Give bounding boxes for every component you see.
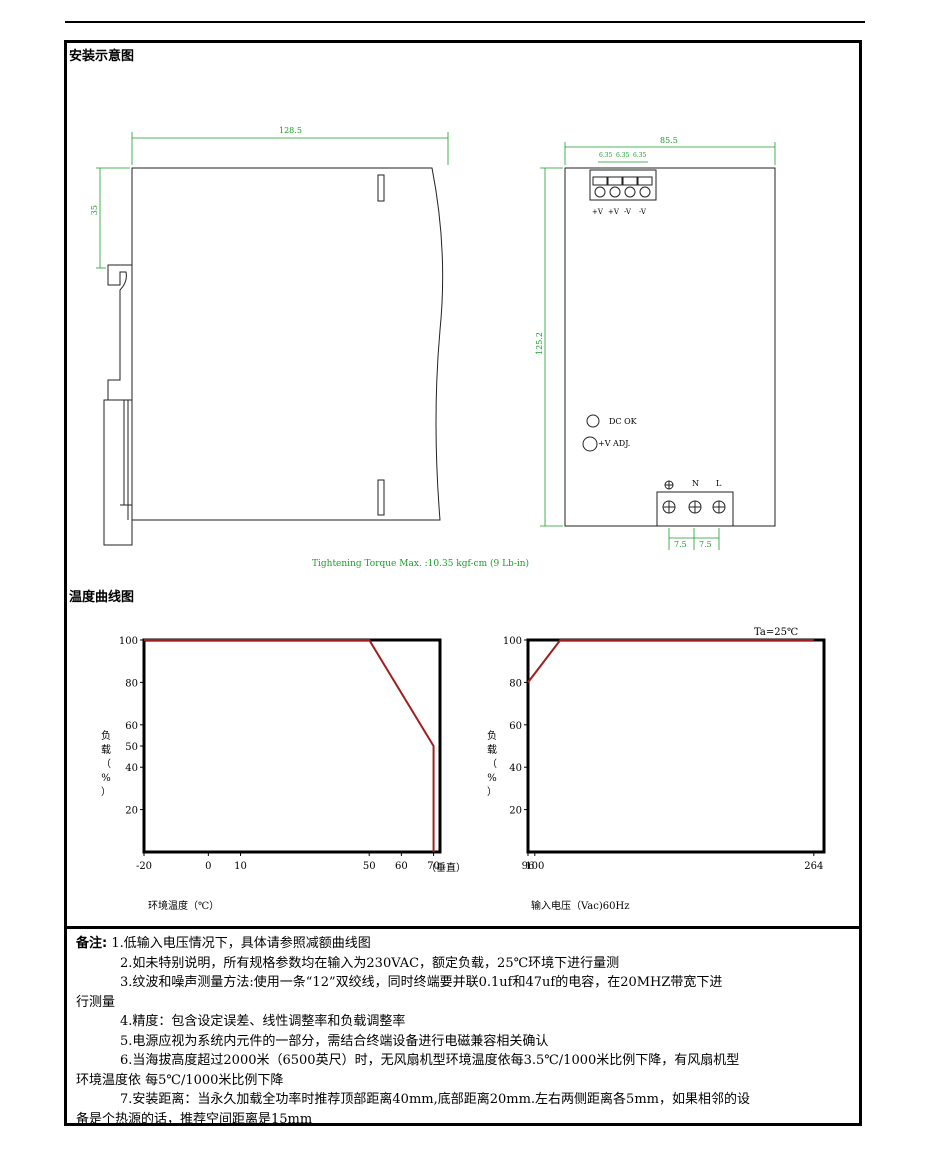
left-xtick-label: 70 (427, 861, 440, 870)
note-item-3: 3.纹波和噪声测量方法:使用一条“12”双绞线，同时终端要并联0.1uf和47u… (120, 975, 723, 990)
torque-note: Tightening Torque Max. :10.35 kgf-cm (9 … (312, 559, 530, 569)
dim-pitch-2: 6.35 (616, 152, 630, 159)
v-adj-label: +V ADJ. (598, 439, 631, 448)
left-xtick-label: -20 (136, 861, 152, 870)
note-item-6: 6.当海拔高度超过2000米（6500英尺）时，无风扇机型环境温度依每3.5℃/… (120, 1053, 740, 1068)
right-plot-frame (526, 638, 826, 854)
left-ytick-label: 50 (125, 742, 138, 753)
right-ylabel-char-4: % (487, 773, 497, 784)
right-series-line (527, 639, 814, 684)
note-item-6-cont: 环境温度依 每5℃/1000米比例下降 (76, 1072, 284, 1088)
note-item-7-cont: 备是个热源的话，推荐空间距离是15mm (76, 1111, 313, 1127)
left-xtick-label: 60 (395, 861, 408, 870)
terminal-l-label: L (716, 479, 722, 488)
dim-pitch-3: 6.35 (633, 152, 647, 159)
left-y-axis-label: 负 载 （ % ） (99, 730, 113, 800)
left-ylabel-char-3: （ (101, 759, 111, 770)
note-item-5: 5.电源应视为系统内元件的一部分，需结合终端设备进行电磁兼容相关确认 (120, 1033, 549, 1049)
notes-divider (64, 926, 862, 929)
left-xtick-label: 0 (205, 861, 211, 870)
notes-block: 备注: 1.低输入电压情况下，具体请参照减额曲线图 2.如未特别说明，所有规格参… (76, 934, 866, 1129)
right-ylabel-char-2: 载 (487, 745, 497, 756)
dc-ok-label: DC OK (609, 417, 637, 426)
terminal-label-1: +V (592, 208, 603, 216)
install-section-title: 安装示意图 (69, 49, 135, 64)
terminal-label-4: -V (639, 208, 646, 216)
left-plot-frame (142, 638, 442, 854)
right-xtick-label: 264 (804, 861, 823, 870)
dim-top-offset: 35 (90, 205, 99, 216)
left-ytick-label: 40 (125, 763, 138, 774)
dim-front-height: 125.2 (535, 332, 544, 355)
left-ylabel-char-4: % (101, 773, 111, 784)
note-item-4: 4.精度：包含设定误差、线性调整率和负载调整率 (120, 1014, 406, 1029)
left-ylabel-char-1: 负 (101, 731, 111, 742)
dim-front-width: 85.5 (660, 136, 678, 145)
right-ytick-label: 60 (509, 721, 522, 732)
right-ytick-label: 40 (509, 763, 522, 774)
terminal-label-3: -V (624, 208, 631, 216)
install-drawing (96, 132, 776, 550)
right-ytick-label: 100 (503, 636, 522, 647)
dim-pitch-1: 6.35 (599, 152, 613, 159)
left-ytick-label: 60 (125, 721, 138, 732)
note-item-3-cont: 行测量 (76, 994, 116, 1010)
left-series-line (144, 639, 435, 852)
dim-side-width: 128.5 (279, 126, 302, 135)
terminal-label-2: +V (608, 208, 619, 216)
terminal-n-label: N (692, 479, 699, 488)
left-x-axis-label: 环境温度（℃） (148, 901, 220, 912)
right-xtick-label: 100 (525, 861, 544, 870)
document-frame (64, 40, 862, 1126)
note-row-1: 备注: 1.低输入电压情况下，具体请参照减额曲线图 (76, 934, 866, 954)
right-ylabel-char-1: 负 (487, 731, 497, 742)
left-xtick-label: 10 (234, 861, 247, 870)
right-ytick-label: 20 (509, 806, 522, 817)
note-item-7: 7.安装距离：当永久加载全功率时推荐顶部距离40mm,底部距离20mm.左右两侧… (120, 1092, 750, 1107)
right-ylabel-char-5: ） (487, 787, 497, 798)
header-rule (65, 21, 865, 23)
note-item-1: 1.低输入电压情况下，具体请参照减额曲线图 (111, 936, 371, 951)
dim-bottom-pitch-1: 7.5 (674, 540, 687, 549)
right-xtick-label: 96 (522, 861, 535, 870)
ta-label: Ta=25℃ (754, 627, 799, 638)
right-ytick-label: 80 (509, 678, 522, 689)
notes-lead: 备注: (76, 936, 108, 951)
left-ytick-label: 20 (125, 806, 138, 817)
note-item-2: 2.如未特别说明，所有规格参数均在输入为230VAC，额定负载，25℃环境下进行… (120, 955, 620, 971)
left-ylabel-char-2: 载 (101, 745, 111, 756)
right-x-axis-label: 输入电压（Vac)60Hz (531, 901, 630, 912)
left-ytick-label: 80 (125, 678, 138, 689)
left-ytick-label: 100 (119, 636, 138, 647)
left-axis-extra: （垂直） (426, 863, 466, 874)
derating-temp-chart: 100 80 60 50 40 20 -20 0 10 50 60 70 (119, 636, 442, 870)
dim-bottom-pitch-2: 7.5 (699, 540, 712, 549)
curves-section-title: 温度曲线图 (69, 590, 135, 605)
right-y-axis-label: 负 载 （ % ） (485, 730, 499, 800)
left-ylabel-char-5: ） (101, 787, 111, 798)
right-ylabel-char-3: （ (487, 759, 497, 770)
left-xtick-label: 50 (363, 861, 376, 870)
